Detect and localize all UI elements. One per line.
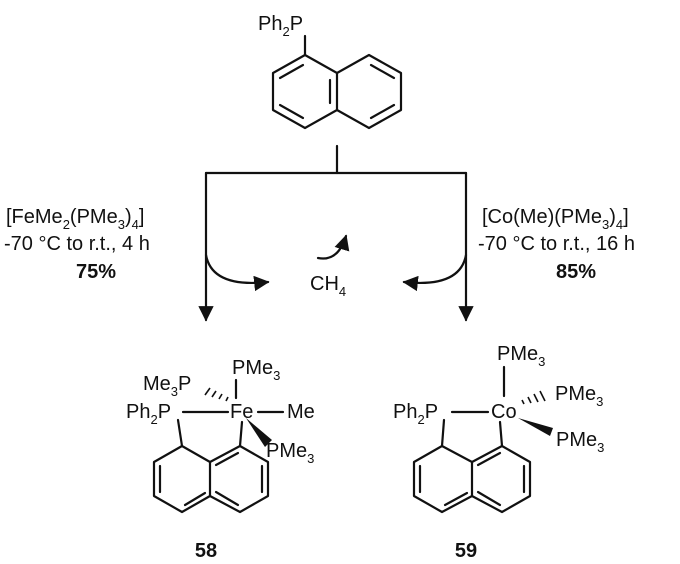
- right-curved-arrow: [402, 253, 468, 292]
- pme3-wedge-label: PMe3: [556, 429, 604, 455]
- left-conditions: [FeMe2(PMe3)4] -70 °C to r.t., 4 h 75%: [4, 206, 150, 283]
- iron-center: Fe: [230, 401, 253, 423]
- compound-number-58: 58: [195, 540, 217, 562]
- right-conditions: [Co(Me)(PMe3)4] -70 °C to r.t., 16 h 85%: [478, 206, 635, 283]
- hashed-bond: [521, 390, 546, 405]
- wedge-bond: [518, 418, 553, 436]
- product-59: PMe3 PMe3 Ph2P Co PMe3 59: [393, 343, 604, 562]
- left-curved-arrow: [204, 253, 270, 292]
- pme3-apical-label: PMe3: [232, 357, 280, 383]
- methyl-label: Me: [287, 401, 315, 423]
- methane-byproduct: CH4: [310, 273, 346, 299]
- naphthalene-ring-right: [335, 53, 403, 130]
- ph2p-label: Ph2P: [126, 401, 171, 427]
- hashed-bond: [204, 387, 229, 402]
- pme3-wedge-label: PMe3: [266, 440, 314, 466]
- cobalt-center: Co: [491, 401, 517, 423]
- left-yield: 75%: [76, 261, 116, 283]
- right-reagent: [Co(Me)(PMe3)4]: [482, 206, 629, 232]
- pme3-apical-label: PMe3: [497, 343, 545, 369]
- ph2p-label: Ph2P: [258, 13, 303, 39]
- starting-material: Ph2P: [258, 13, 403, 130]
- branch-lines: [198, 144, 474, 322]
- wedge-bond: [246, 418, 272, 447]
- pme3-hashed-label: PMe3: [555, 383, 603, 409]
- left-temperature-time: -70 °C to r.t., 4 h: [4, 233, 150, 255]
- ph2p-label: Ph2P: [393, 401, 438, 427]
- ch4-release-arrow: [316, 234, 350, 260]
- product-58: PMe3 Me3P Ph2P Fe Me PMe3 58: [126, 357, 315, 562]
- left-reagent: [FeMe2(PMe3)4]: [6, 206, 144, 232]
- right-temperature-time: -70 °C to r.t., 16 h: [478, 233, 635, 255]
- compound-number-59: 59: [455, 540, 477, 562]
- naphthalene-ring-left: [271, 53, 339, 130]
- me3p-hashed-label: Me3P: [143, 373, 191, 399]
- right-yield: 85%: [556, 261, 596, 283]
